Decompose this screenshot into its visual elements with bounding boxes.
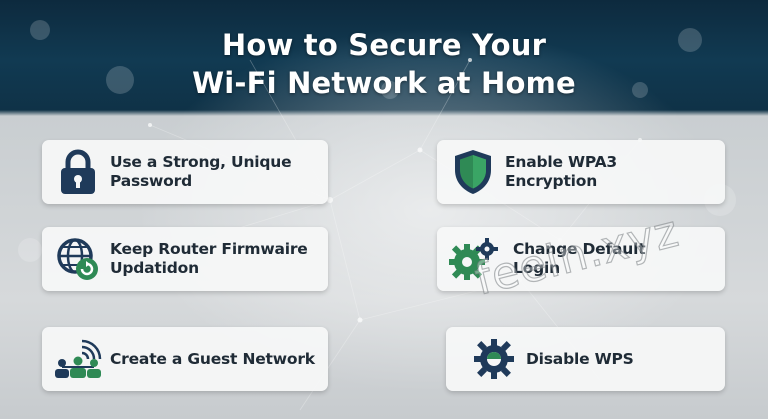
shield-icon xyxy=(447,146,499,198)
tip-card-default-login: Change Default Login xyxy=(437,227,725,291)
tip-label: Keep Router Firmwaire Updatidon xyxy=(110,240,308,277)
tip-label: Use a Strong, Unique Password xyxy=(110,153,292,190)
page-title: How to Secure Your Wi-Fi Network at Home xyxy=(0,26,768,102)
gear-icon xyxy=(472,333,516,385)
tip-card-disable-wps: Disable WPS xyxy=(446,327,725,391)
tip-card-guest-network: Create a Guest Network xyxy=(42,327,328,391)
tip-label: Create a Guest Network xyxy=(110,349,315,368)
tip-card-wpa3: Enable WPA3 Encryption xyxy=(437,140,725,204)
tip-label: Change Default Login xyxy=(513,240,646,277)
tip-card-firmware: Keep Router Firmwaire Updatidon xyxy=(42,227,328,291)
globe-update-icon xyxy=(52,233,104,285)
gears-icon xyxy=(447,233,499,285)
tip-label: Disable WPS xyxy=(526,349,634,368)
guest-network-icon xyxy=(52,333,104,385)
padlock-icon xyxy=(52,146,104,198)
tip-label: Enable WPA3 Encryption xyxy=(505,153,618,190)
title-line-2: Wi-Fi Network at Home xyxy=(192,66,576,100)
tip-card-strong-password: Use a Strong, Unique Password xyxy=(42,140,328,204)
title-line-1: How to Secure Your xyxy=(221,28,547,62)
